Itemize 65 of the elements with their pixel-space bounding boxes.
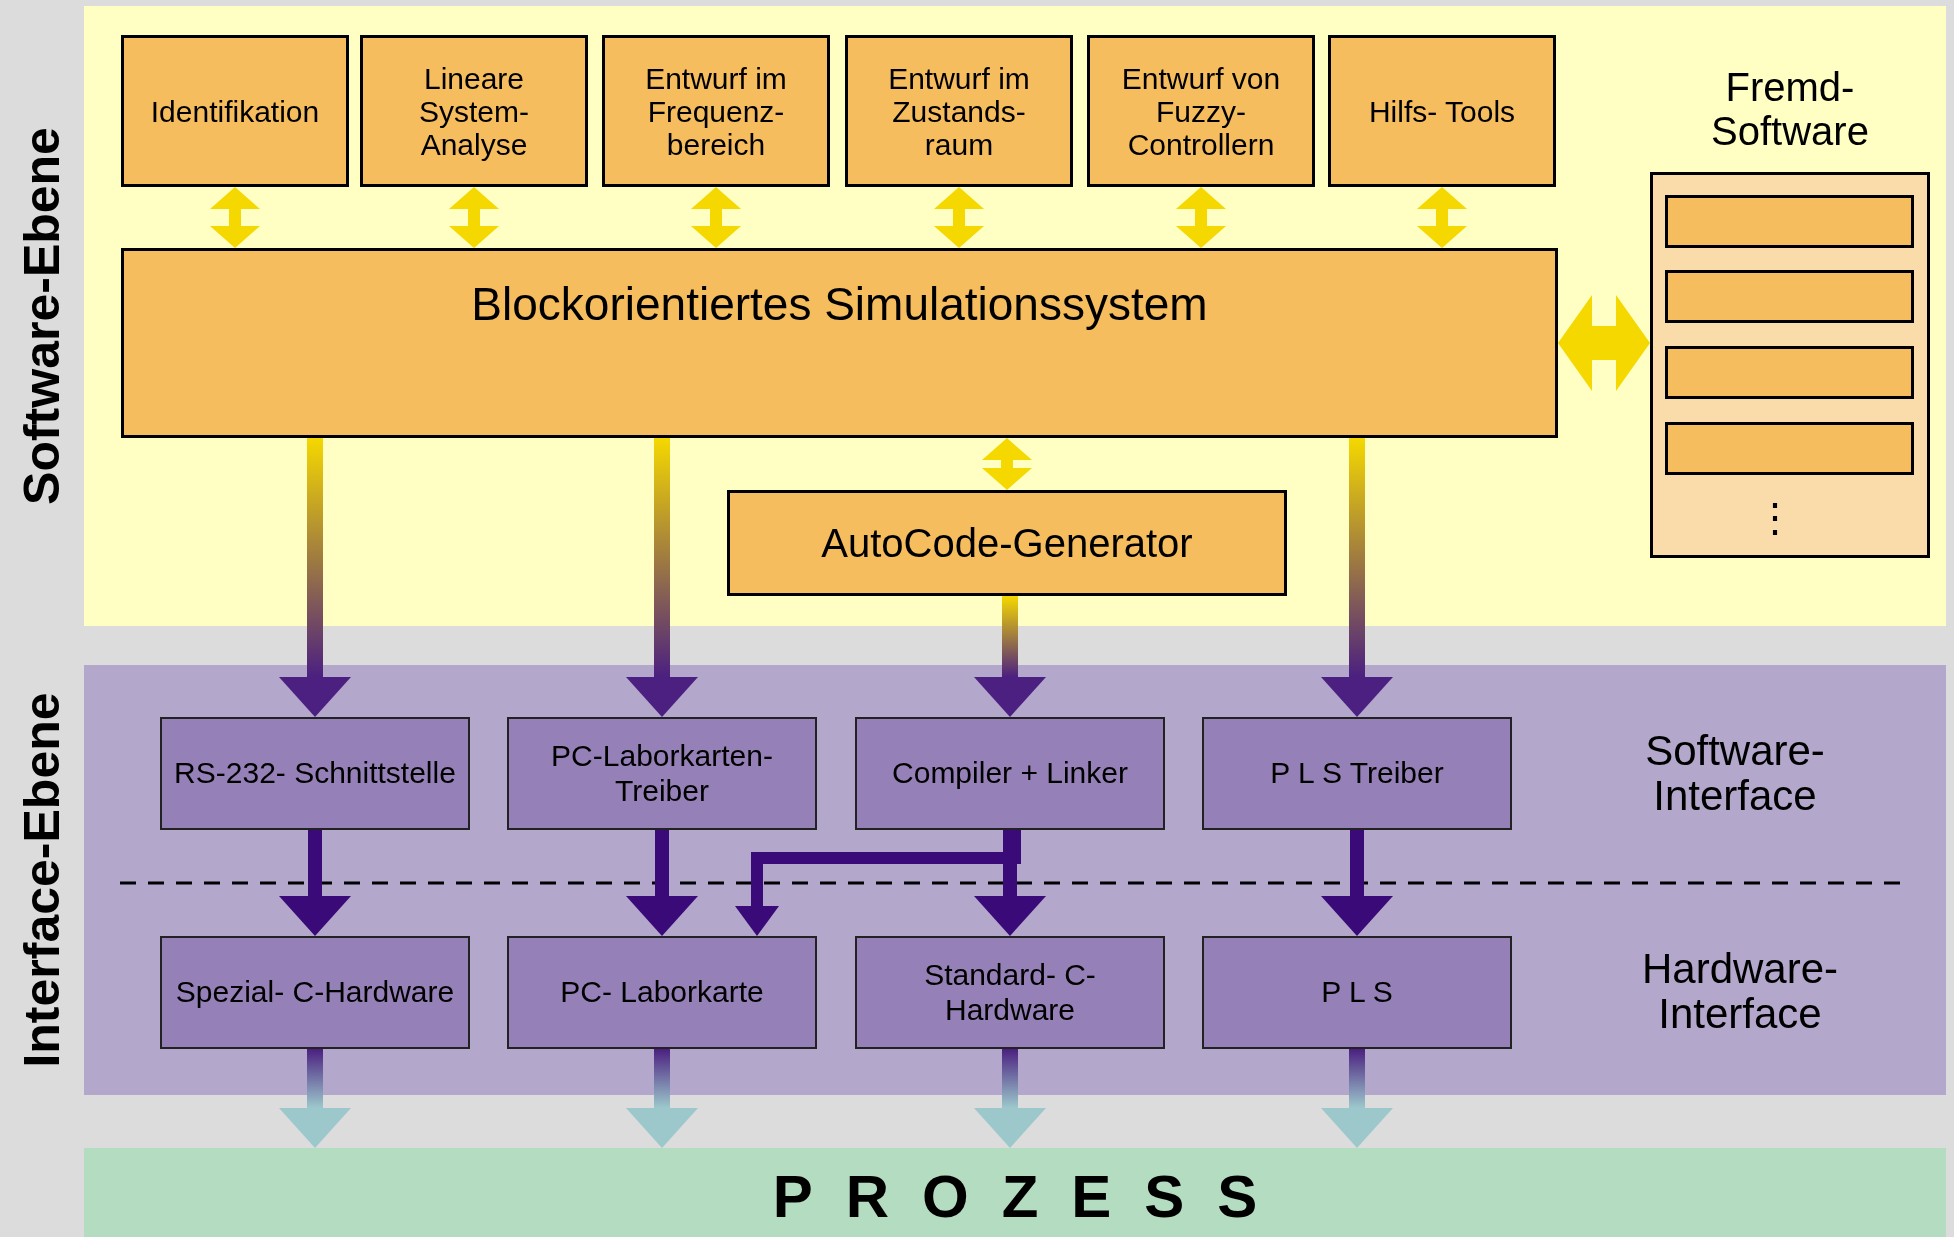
interface-label: RS-232- Schnittstelle: [174, 756, 456, 791]
arrow: [691, 187, 741, 248]
empty-box: [1665, 422, 1914, 475]
interface-box: [160, 717, 470, 830]
process-band: [84, 1148, 1946, 1237]
module-label: AutoCode-Generator: [821, 521, 1193, 565]
arrow: [1176, 187, 1226, 248]
system-box: [121, 248, 1558, 438]
module-box: [1328, 35, 1556, 187]
interface-label: Spezial- C-Hardware: [175, 975, 455, 1010]
layer-label: Interface-Ebene: [13, 692, 71, 1068]
interface-label: P L S Treiber: [1270, 756, 1444, 791]
arrow: [1321, 830, 1393, 936]
arrow: [1321, 438, 1393, 717]
layer-label: Software-Ebene: [13, 127, 71, 505]
system-title: Blockorientiertes Simulationssystem: [471, 277, 1208, 332]
arrow: [210, 187, 260, 248]
interface-box: [507, 717, 817, 830]
arrow: [974, 1049, 1046, 1148]
arrow: [1417, 187, 1467, 248]
empty-box: [1665, 195, 1914, 248]
module-box: [121, 35, 349, 187]
arrow: [934, 187, 984, 248]
arrow: [626, 1049, 698, 1148]
arrow: [626, 438, 698, 717]
module-box: [602, 35, 830, 187]
interface-box: [1202, 717, 1512, 830]
module-box: [845, 35, 1073, 187]
arrow: [974, 830, 1046, 936]
module-label: Entwurf im Zustands- raum: [887, 61, 1031, 161]
arrow: [626, 830, 698, 936]
level-label: Software-Interface: [1644, 725, 1826, 821]
interface-label: Compiler + Linker: [892, 756, 1128, 791]
empty-box: [1665, 270, 1914, 323]
group-heading: Fremd- Software: [1710, 65, 1870, 153]
arrow: [735, 830, 1021, 936]
empty-box: [1665, 346, 1914, 399]
module-label: Identifikation: [150, 94, 320, 128]
arrow: [982, 438, 1032, 490]
interface-box: [855, 936, 1165, 1049]
arrow: [279, 830, 351, 936]
arrow: [1321, 1049, 1393, 1148]
arrow: [279, 1049, 351, 1148]
module-label: Hilfs- Tools: [1368, 94, 1516, 128]
module-label: Entwurf im Frequenz- bereich: [644, 61, 788, 161]
interface-label: P L S: [1321, 975, 1393, 1010]
interface-box: [507, 936, 817, 1049]
arrow: [1558, 295, 1650, 391]
arrow: [449, 187, 499, 248]
interface-box: [160, 936, 470, 1049]
arrow: [279, 438, 351, 717]
interface-box: [1202, 936, 1512, 1049]
arrow: [974, 596, 1046, 717]
module-box: [360, 35, 588, 187]
process-label: PROZESS: [772, 1162, 1291, 1231]
interface-label: Standard- C-Hardware: [923, 958, 1097, 1027]
interface-label: PC-Laborkarten- Treiber: [550, 739, 774, 808]
interface-box: [855, 717, 1165, 830]
ellipsis-mark: ⋮: [1760, 494, 1790, 542]
module-box: [1087, 35, 1315, 187]
level-label: Hardware-Interface: [1640, 943, 1840, 1039]
module-label: Lineare System- Analyse: [418, 61, 530, 161]
module-label: Entwurf von Fuzzy- Controllern: [1120, 61, 1282, 161]
module-box: [727, 490, 1287, 596]
interface-label: PC- Laborkarte: [560, 975, 764, 1010]
